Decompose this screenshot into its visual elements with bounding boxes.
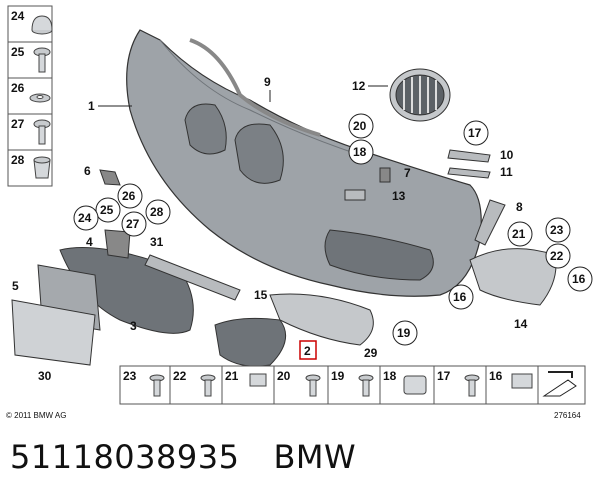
bottom-label-16: 16 — [489, 369, 503, 383]
callout-2: 2 — [304, 344, 311, 358]
copyright: © 2011 BMW AG — [6, 411, 66, 420]
bottom-label-20: 20 — [277, 369, 291, 383]
callout-29: 29 — [364, 346, 378, 360]
bottom-parts-strip: 23 22 21 20 19 18 17 16 — [119, 365, 586, 405]
screw-icon — [358, 374, 374, 397]
side-label-27: 27 — [11, 117, 25, 131]
callout-21: 21 — [512, 227, 526, 241]
callouts: 1 9 12 20 18 17 10 11 7 13 8 6 26 25 24 … — [12, 75, 593, 383]
diagram-number: 276164 — [554, 411, 581, 420]
callout-16: 16 — [453, 290, 467, 304]
strip-10 — [447, 149, 491, 163]
callout-4: 4 — [86, 235, 93, 249]
side-label-25: 25 — [11, 45, 25, 59]
side-parts-column: 24 25 26 27 28 — [7, 5, 53, 187]
clip-6 — [99, 169, 121, 186]
callout-24: 24 — [78, 211, 92, 225]
callout-3: 3 — [130, 319, 137, 333]
callout-15: 15 — [254, 288, 268, 302]
callout-22: 22 — [550, 249, 564, 263]
callout-1: 1 — [88, 99, 95, 113]
callout-23: 23 — [550, 223, 564, 237]
part-number: 51118038935 — [10, 438, 240, 476]
cap-icon — [31, 15, 53, 35]
callout-12: 12 — [352, 79, 366, 93]
callout-27: 27 — [126, 217, 140, 231]
grommet-icon — [403, 375, 427, 395]
bracket-4 — [104, 229, 131, 259]
callout-6: 6 — [84, 164, 91, 178]
caption: 51118038935 BMW — [10, 438, 390, 476]
clip-icon — [511, 373, 533, 389]
trim-cover — [269, 293, 374, 346]
screw-icon — [33, 119, 51, 145]
cover-13 — [344, 189, 366, 201]
screw-icon — [149, 374, 165, 397]
callout-8: 8 — [516, 200, 523, 214]
screw-icon — [200, 374, 216, 397]
strip-8 — [474, 199, 506, 246]
nut-icon — [33, 156, 51, 179]
callout-13: 13 — [392, 189, 406, 203]
callout-5: 5 — [12, 279, 19, 293]
side-label-26: 26 — [11, 81, 25, 95]
callout-25: 25 — [100, 203, 114, 217]
support-bracket — [144, 254, 241, 301]
callout-9: 9 — [264, 75, 271, 89]
callout-26: 26 — [122, 189, 136, 203]
parts-diagram: 24 25 26 27 28 — [6, 5, 593, 420]
plate-bracket — [11, 299, 96, 366]
callout-10: 10 — [500, 148, 514, 162]
bottom-label-18: 18 — [383, 369, 397, 383]
bottom-label-17: 17 — [437, 369, 451, 383]
bottom-label-19: 19 — [331, 369, 345, 383]
callout-31: 31 — [150, 235, 164, 249]
side-label-28: 28 — [11, 153, 25, 167]
callout-18: 18 — [353, 145, 367, 159]
callout-16: 16 — [572, 272, 586, 286]
screw-icon — [33, 47, 51, 73]
side-grille — [214, 317, 287, 367]
arrow-icon — [542, 371, 577, 397]
clip-nut-icon — [249, 373, 267, 387]
callout-30: 30 — [38, 369, 52, 383]
front-bumper — [126, 29, 482, 297]
bottom-label-21: 21 — [225, 369, 239, 383]
bottom-label-22: 22 — [173, 369, 187, 383]
washer-icon — [29, 93, 51, 103]
clip-7 — [379, 167, 391, 183]
right-bracket — [469, 248, 557, 306]
callout-17: 17 — [468, 126, 482, 140]
trim-strip — [189, 38, 321, 137]
callout-7: 7 — [404, 166, 411, 180]
callout-19: 19 — [397, 326, 411, 340]
callout-28: 28 — [150, 205, 164, 219]
side-label-24: 24 — [11, 9, 25, 23]
bottom-label-23: 23 — [123, 369, 137, 383]
screw-icon — [464, 374, 480, 397]
screw-icon — [305, 374, 321, 397]
callout-14: 14 — [514, 317, 528, 331]
callout-11: 11 — [500, 165, 513, 179]
brand-name: BMW — [273, 438, 357, 476]
kidney-grille — [389, 68, 451, 122]
callout-20: 20 — [353, 119, 367, 133]
strip-11 — [447, 167, 491, 179]
